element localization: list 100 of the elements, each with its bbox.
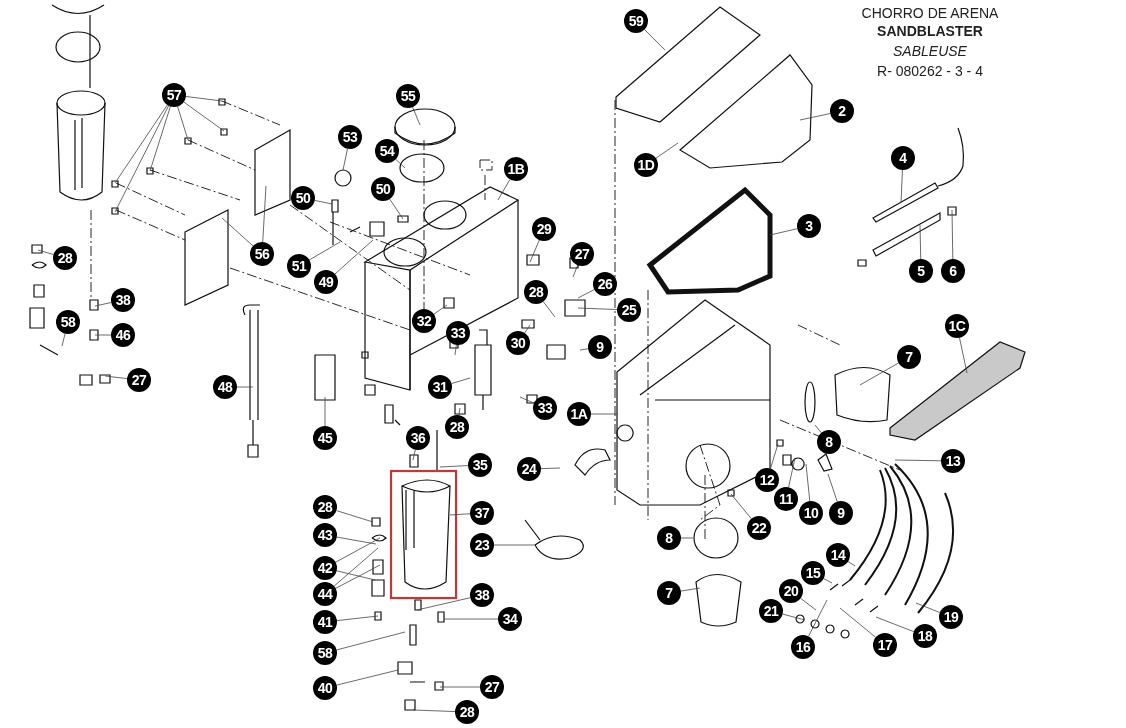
callout-number: 29 <box>532 217 556 241</box>
leader-line <box>335 564 381 589</box>
callout-number: 43 <box>313 523 337 547</box>
leader-line <box>529 239 540 263</box>
callout-number: 7 <box>657 581 681 605</box>
leader-line <box>951 209 954 260</box>
leader-line <box>680 537 694 539</box>
callout-number: 38 <box>111 288 135 312</box>
leader-line <box>221 217 254 247</box>
leader-line <box>590 413 619 415</box>
leader-line <box>577 289 595 299</box>
callout-number: 28 <box>313 495 337 519</box>
callout-number: 1D <box>634 153 658 177</box>
leader-line <box>839 607 877 638</box>
leader-line <box>572 264 579 278</box>
callout-number: 40 <box>313 676 337 700</box>
callout-number: 59 <box>624 9 648 33</box>
leader-line <box>577 307 618 310</box>
leader-line <box>149 106 171 172</box>
callout-number: 24 <box>517 457 541 481</box>
leader-line <box>769 228 798 236</box>
leader-line <box>314 200 333 205</box>
leader-line <box>540 467 561 469</box>
callout-number: 56 <box>250 242 274 266</box>
leader-line <box>177 106 189 141</box>
callout-number: 23 <box>470 533 494 557</box>
leader-line <box>875 616 915 633</box>
leader-line <box>823 578 833 584</box>
leader-line <box>805 463 811 502</box>
callout-number: 4 <box>891 146 915 170</box>
leader-line <box>451 377 471 384</box>
callout-number: 34 <box>498 607 522 631</box>
callout-number: 45 <box>313 426 337 450</box>
leader-line <box>524 324 531 334</box>
callout-number: 20 <box>779 579 803 603</box>
leader-line <box>416 597 471 611</box>
leader-line <box>389 198 404 220</box>
leader-line <box>334 239 374 275</box>
leader-line <box>542 301 556 318</box>
leader-line <box>183 101 225 132</box>
leader-line <box>236 386 254 388</box>
callout-number: 46 <box>111 323 135 347</box>
callout-number: 33 <box>533 396 557 420</box>
leader-line <box>262 185 267 243</box>
leader-line <box>336 615 379 622</box>
leader-line <box>808 599 828 637</box>
callout-number: 22 <box>747 516 771 540</box>
callout-number: 57 <box>162 83 186 107</box>
leader-line <box>788 457 796 488</box>
callout-number: 33 <box>446 321 470 345</box>
leader-line <box>458 407 461 416</box>
callout-number: 28 <box>445 415 469 439</box>
callout-number: 42 <box>313 556 337 580</box>
title: CHORRO DE ARENA <box>860 4 1000 22</box>
callout-number: 27 <box>127 368 151 392</box>
callout-number: 10 <box>799 501 823 525</box>
callout-number: 6 <box>941 259 965 283</box>
callout-number: 1A <box>567 402 591 426</box>
callout-number: 28 <box>524 280 548 304</box>
callout-number: 38 <box>470 583 494 607</box>
leader-line <box>730 493 752 520</box>
leader-line <box>412 449 416 461</box>
leader-line <box>443 618 499 620</box>
leader-line <box>847 561 856 567</box>
callout-number: 28 <box>53 246 77 270</box>
callout-number: 16 <box>791 635 815 659</box>
leader-line <box>94 302 112 307</box>
leader-line <box>308 241 341 261</box>
leader-line <box>333 547 379 587</box>
callout-number: 58 <box>56 310 80 334</box>
leader-line <box>342 148 348 171</box>
leader-line <box>519 396 535 404</box>
callout-number: 48 <box>213 375 237 399</box>
leader-line <box>900 169 903 204</box>
title: SABLEUSE <box>892 42 968 60</box>
callout-number: 58 <box>313 641 337 665</box>
callout-number: 30 <box>506 331 530 355</box>
leader-line <box>37 249 54 255</box>
callout-number: 31 <box>428 375 452 399</box>
callout-number: 28 <box>455 700 479 724</box>
leader-line <box>335 537 381 563</box>
callout-number: 2 <box>830 99 854 123</box>
leader-line <box>894 459 942 462</box>
leader-line <box>412 106 421 126</box>
callout-number: 18 <box>913 624 937 648</box>
callout-number: 3 <box>797 214 821 238</box>
callout-number: 11 <box>774 487 798 511</box>
callout-number: 7 <box>897 345 921 369</box>
leader-line <box>493 544 535 546</box>
leader-line <box>449 513 471 516</box>
leader-line <box>61 333 66 347</box>
leader-line <box>336 570 376 581</box>
callout-number: 19 <box>939 605 963 629</box>
leader-line <box>799 113 831 121</box>
leader-line <box>859 362 899 386</box>
leader-line <box>497 179 511 201</box>
callout-number: 9 <box>829 501 853 525</box>
leader-line <box>114 105 169 213</box>
leader-line <box>915 602 941 613</box>
leader-line <box>336 536 377 545</box>
